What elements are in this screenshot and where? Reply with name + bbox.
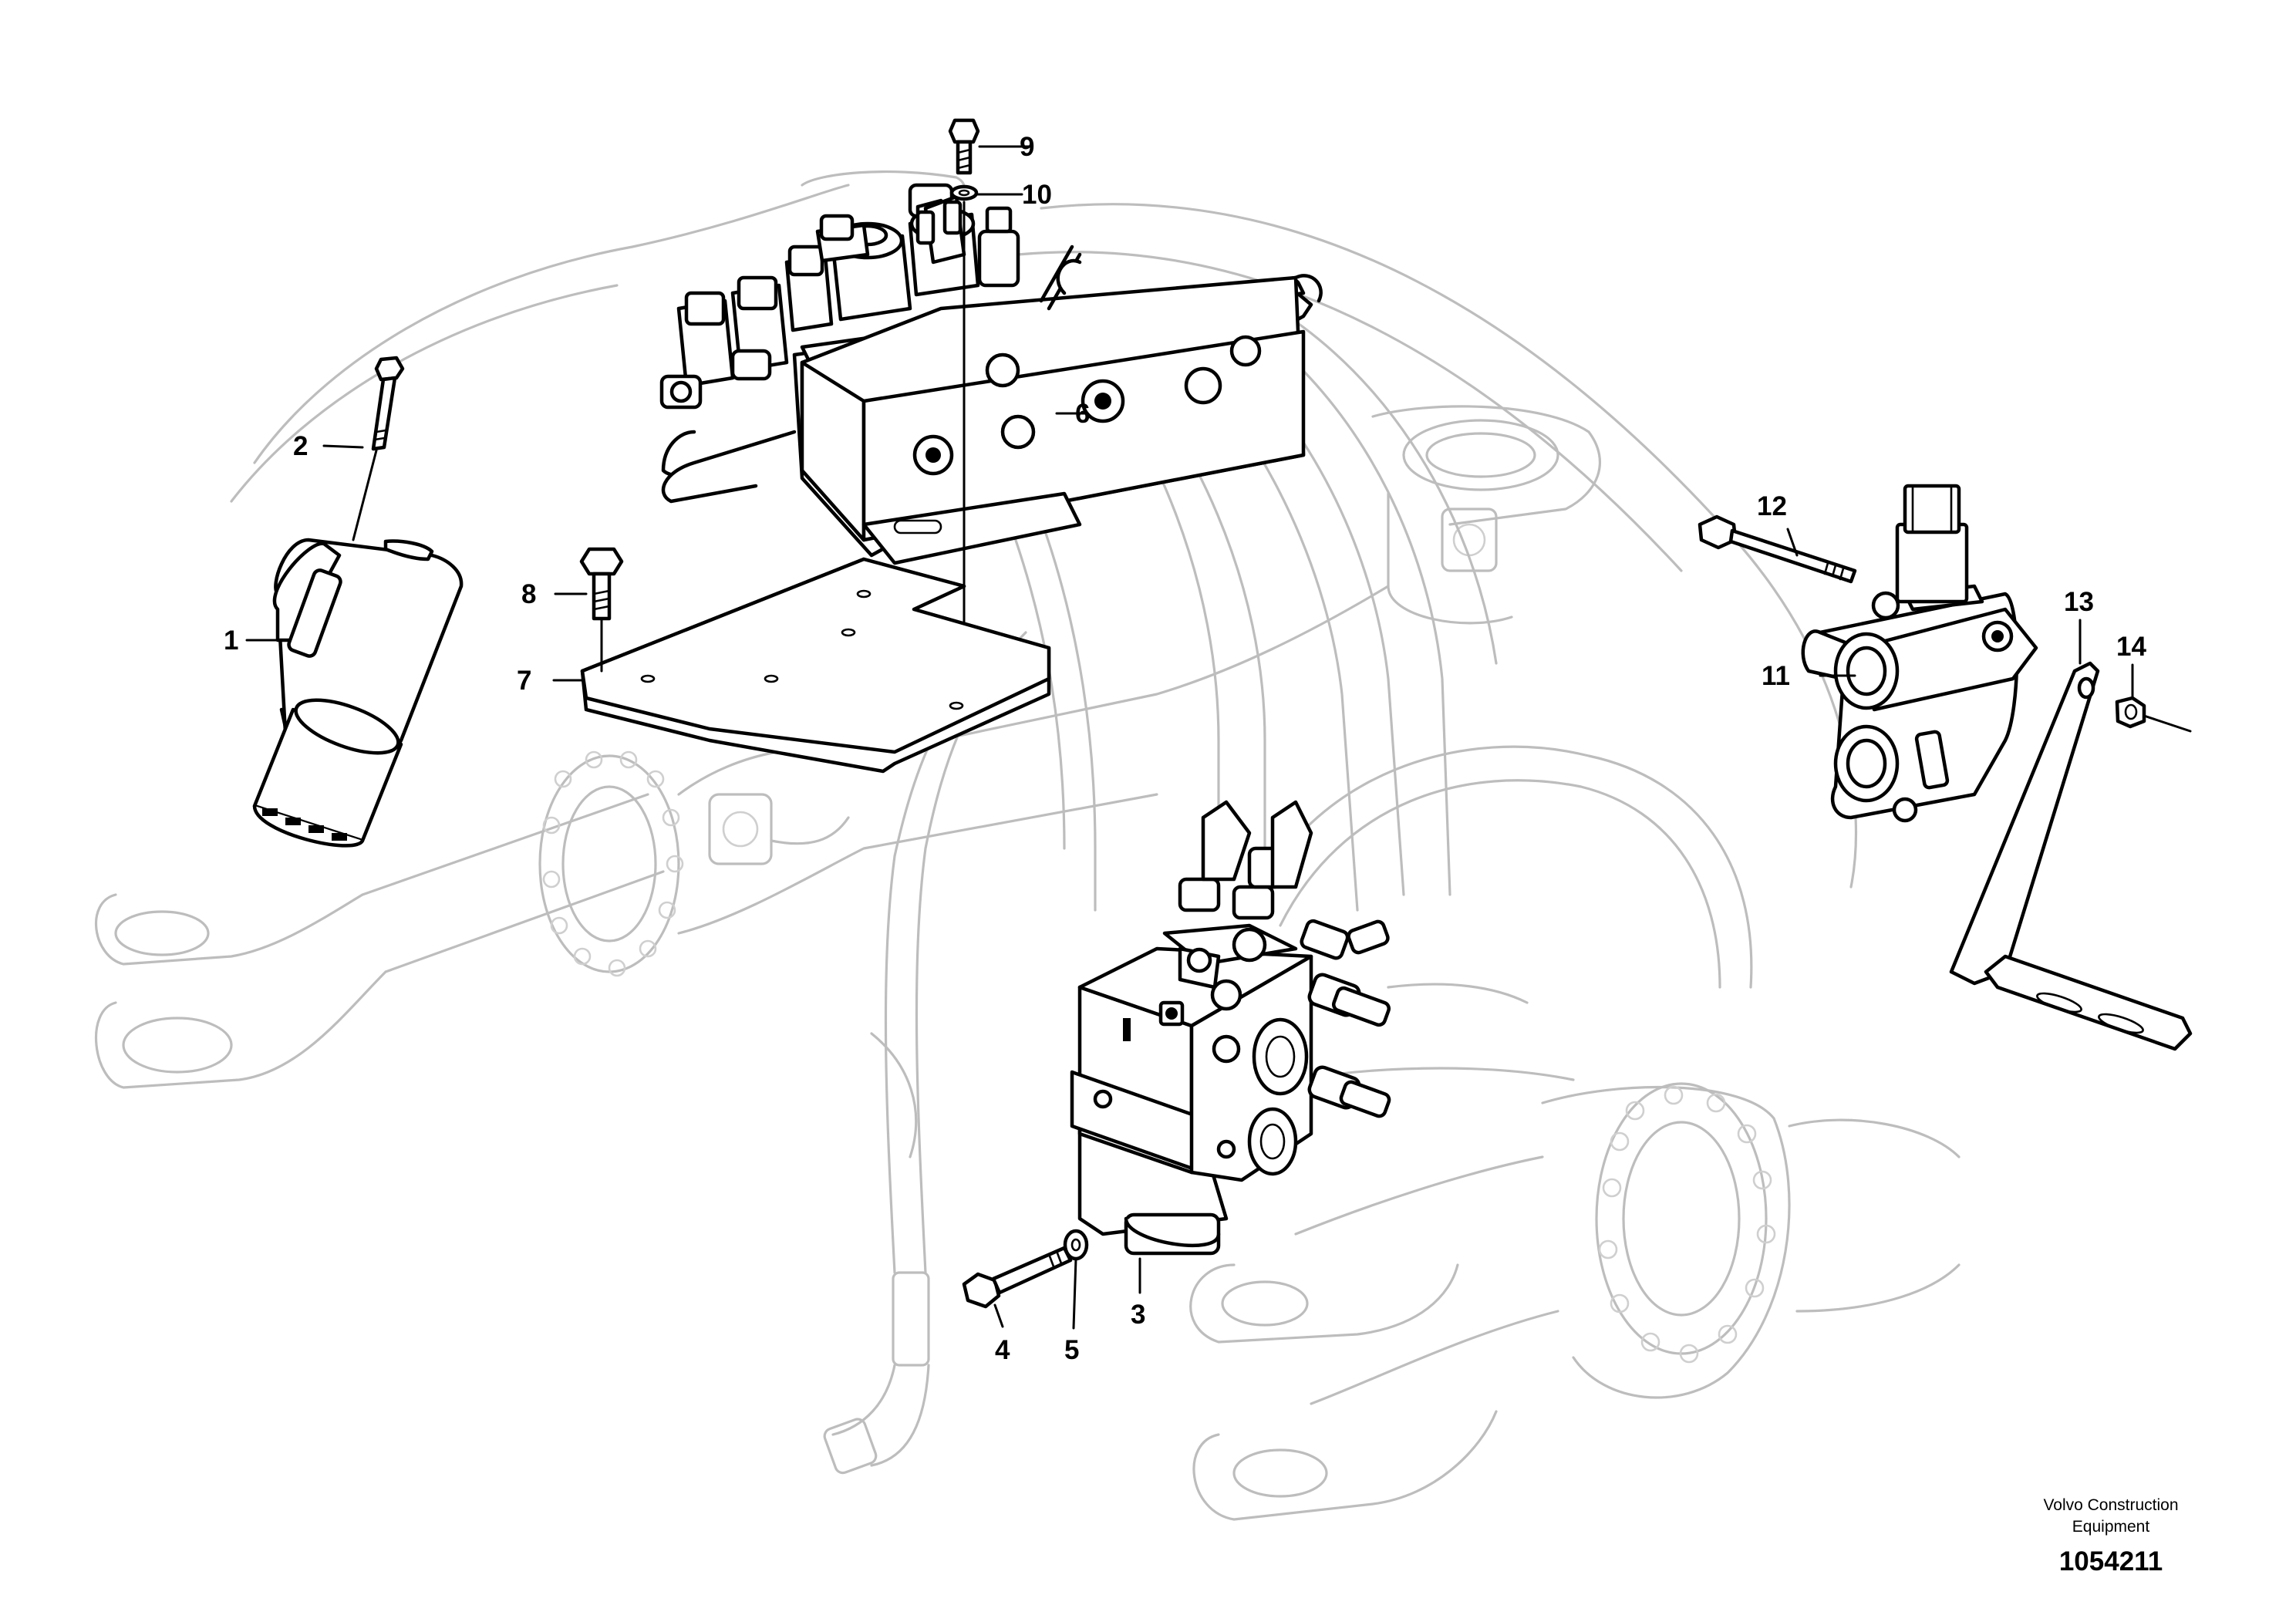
part-11-selector-valve — [1801, 484, 2038, 823]
callout-8: 8 — [521, 579, 536, 609]
brand-line-2: Equipment — [2072, 1518, 2150, 1536]
left-hub-bolts — [542, 750, 684, 977]
background-context — [94, 170, 1961, 1521]
callout-3: 3 — [1131, 1300, 1145, 1330]
callout-7: 7 — [517, 666, 531, 696]
part-10-washer — [949, 184, 979, 201]
callout-2: 2 — [293, 431, 308, 461]
part-9-bolt — [948, 118, 980, 175]
right-hub-bolts — [1598, 1085, 1776, 1364]
callout-14: 14 — [2116, 632, 2146, 662]
callout-leaders — [245, 145, 2134, 1330]
brand-line-1: Volvo Construction — [2043, 1496, 2178, 1514]
callout-9: 9 — [1020, 132, 1034, 162]
part-4-bolt — [962, 1246, 1073, 1309]
callout-10: 10 — [1022, 180, 1052, 210]
callout-12: 12 — [1757, 491, 1787, 521]
callout-13: 13 — [2064, 587, 2094, 617]
part-1-orbitrol — [252, 538, 464, 848]
callout-6: 6 — [1075, 399, 1090, 429]
part-8-bolt — [579, 547, 624, 621]
part-13-bracket — [1949, 661, 2193, 1051]
callout-1: 1 — [224, 626, 238, 656]
part-12-bolt — [1698, 514, 1857, 584]
drawing-number: 1054211 — [2059, 1546, 2163, 1576]
part-6-solenoid-valve-block — [659, 183, 1323, 565]
part-7-mounting-plate — [580, 557, 1051, 774]
part-5-washer — [1063, 1229, 1089, 1261]
part-2-bolt — [371, 356, 405, 451]
part-3-fittings — [1178, 800, 1391, 1118]
callout-labels: 1 2 3 4 5 6 7 8 9 10 11 12 13 14 — [224, 132, 2146, 1365]
part-14-nut — [2115, 696, 2192, 733]
part-3-priority-valve — [1070, 923, 1313, 1256]
callout-11: 11 — [1762, 661, 1790, 691]
callout-5: 5 — [1064, 1335, 1079, 1365]
footer: Volvo Construction Equipment 1054211 — [2043, 1496, 2178, 1576]
callout-4: 4 — [995, 1335, 1010, 1365]
